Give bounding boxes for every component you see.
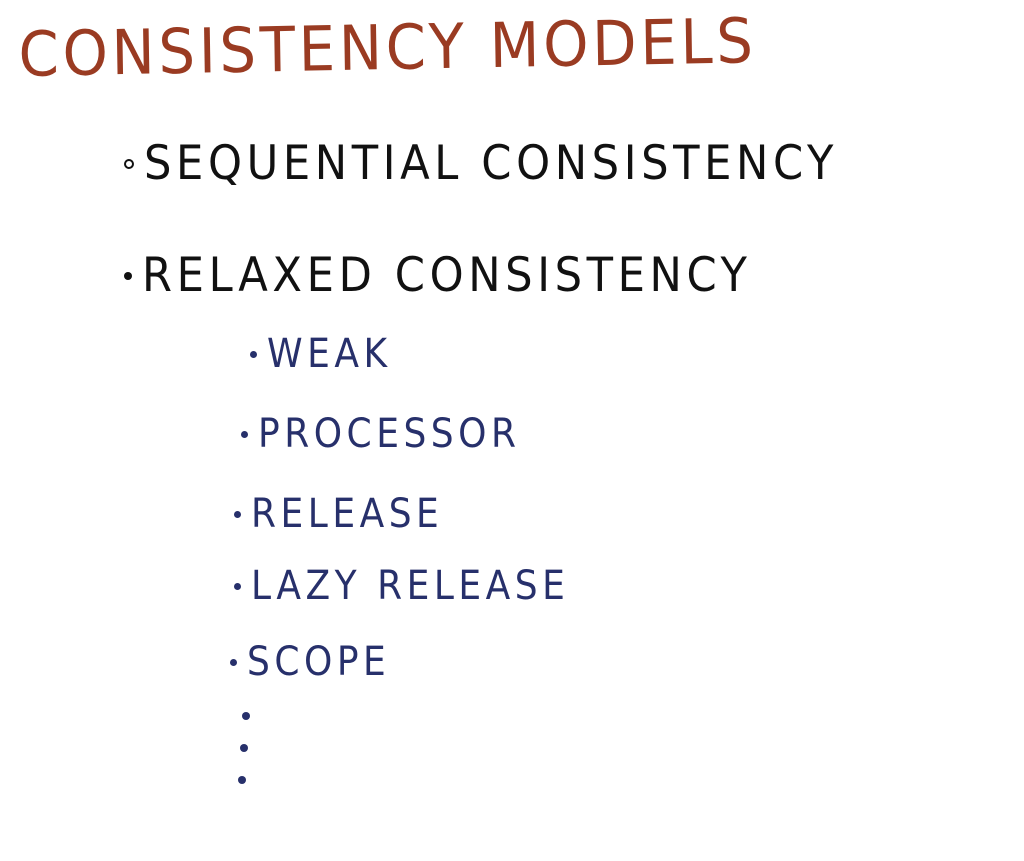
page-title: CONSISTENCY MODELS (17, 4, 758, 91)
list-item-label: SEQUENTIAL CONSISTENCY (144, 136, 839, 191)
bullet-icon (124, 271, 132, 280)
sublist-item-weak: WEAK (250, 334, 405, 374)
list-item-label: RELAXED CONSISTENCY (142, 248, 752, 303)
sublist-item-scope: SCOPE (230, 642, 406, 682)
bullet-icon (124, 158, 134, 169)
sublist-item-label: PROCESSOR (258, 411, 521, 457)
list-item-relaxed: RELAXED CONSISTENCY (124, 252, 805, 299)
bullet-icon (250, 350, 257, 358)
bullet-icon (234, 582, 241, 590)
sublist-item-label: RELEASE (251, 491, 444, 537)
sublist-item-label: WEAK (267, 331, 392, 377)
bullet-icon (234, 510, 241, 518)
list-item-sequential: SEQUENTIAL CONSISTENCY (124, 140, 898, 187)
sublist-item-lazy-release: LAZY RELEASE (234, 566, 605, 606)
sublist-item-processor: PROCESSOR (241, 414, 550, 454)
sublist-item-label: SCOPE (247, 639, 391, 685)
bullet-icon (241, 430, 248, 438)
continuation-ellipsis-icon (238, 712, 252, 792)
sublist-item-label: LAZY RELEASE (251, 563, 570, 609)
bullet-icon (230, 658, 237, 666)
sublist-item-release: RELEASE (234, 494, 465, 534)
